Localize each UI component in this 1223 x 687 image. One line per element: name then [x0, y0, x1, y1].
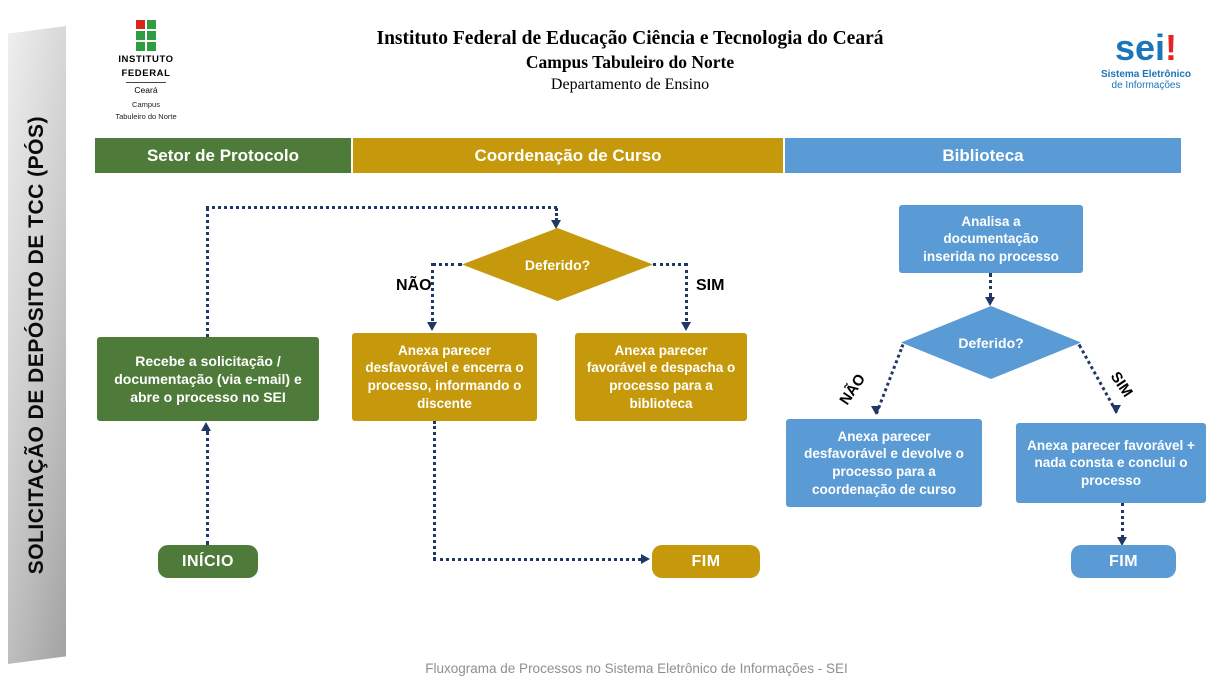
- connector-decision-sim-h: [653, 263, 687, 266]
- node-anexa-desfavoravel-encerra: Anexa parecer desfavorável e encerra o p…: [352, 333, 537, 421]
- sei-text: sei: [1114, 27, 1166, 68]
- lane-header-coordenacao-de-curso: Coordenação de Curso: [353, 138, 783, 173]
- connector-drop-to-decision: [555, 208, 558, 221]
- campus-title: Campus Tabuleiro do Norte: [525, 52, 735, 72]
- arrowhead-down-decision-curso: [551, 220, 561, 229]
- decision-deferido-curso-label: Deferido?: [524, 256, 591, 273]
- connector-decision-sim-v: [685, 263, 688, 321]
- node-anexa-favoravel-despacha: Anexa parecer favorável e despacha o pro…: [575, 333, 747, 421]
- connector-top-rail: [206, 206, 557, 209]
- ifce-logo: INSTITUTO FEDERAL Ceará Campus Tabuleiro…: [100, 16, 192, 121]
- ifce-name-line1: INSTITUTO: [118, 54, 174, 65]
- arrowhead-down-sim-biblioteca: [1111, 405, 1121, 414]
- terminator-fim-curso: FIM: [652, 545, 760, 578]
- sei-exclamation: !: [1165, 27, 1178, 68]
- connector-biblioteca-nao: [875, 343, 905, 415]
- lane-header-biblioteca: Biblioteca: [785, 138, 1181, 173]
- label-nao-curso: NÃO: [396, 277, 432, 294]
- terminator-inicio: INÍCIO: [158, 545, 258, 578]
- ifce-state: Ceará: [126, 81, 166, 95]
- side-banner-title: SOLICITAÇÃO DE DEPÓSITO DE TCC (PÓS): [25, 115, 48, 575]
- label-nao-biblioteca: NÃO: [836, 370, 870, 409]
- department-title: Departamento de Ensino: [550, 76, 710, 93]
- ifce-campus-line2: Tabuleiro do Norte: [115, 111, 177, 121]
- decision-deferido-biblioteca: Deferido?: [901, 306, 1081, 379]
- arrowhead-right-fim-curso: [641, 554, 650, 564]
- label-sim-curso: SIM: [696, 277, 725, 294]
- connector-encerra-to-fim: [433, 558, 641, 561]
- sei-wordmark: sei!: [1096, 30, 1196, 66]
- arrowhead-down-nao-biblioteca: [871, 406, 881, 415]
- connector-conclui-to-fim: [1121, 503, 1124, 538]
- ifce-name-line2: FEDERAL: [121, 68, 171, 80]
- arrowhead-up-recebe: [201, 422, 211, 431]
- arrowhead-down-nao-curso: [427, 322, 437, 331]
- connector-recebe-up: [206, 208, 209, 337]
- connector-decision-nao-h: [432, 263, 462, 266]
- institution-title: Instituto Federal de Educação Ciência e …: [376, 28, 884, 49]
- node-analisa-documentacao: Analisa a documentação inserida no proce…: [899, 205, 1083, 273]
- connector-analisa-to-decision: [989, 273, 992, 297]
- arrowhead-down-decision-biblioteca: [985, 297, 995, 306]
- ifce-flag-icon: [136, 20, 156, 51]
- sei-subtitle-line1: Sistema Eletrônico: [1100, 69, 1192, 80]
- sei-subtitle-line2: de Informações: [1111, 80, 1181, 91]
- footer-caption: Fluxograma de Processos no Sistema Eletr…: [425, 661, 848, 676]
- connector-encerra-down: [433, 421, 436, 560]
- node-anexa-desfavoravel-devolve: Anexa parecer desfavorável e devolve o p…: [786, 419, 982, 507]
- arrowhead-down-sim-curso: [681, 322, 691, 331]
- connector-decision-nao-v: [431, 263, 434, 321]
- node-recebe-solicitacao: Recebe a solicitação / documentação (via…: [97, 337, 319, 421]
- side-banner: SOLICITAÇÃO DE DEPÓSITO DE TCC (PÓS): [8, 26, 66, 664]
- node-anexa-favoravel-conclui: Anexa parecer favorável + nada consta e …: [1016, 423, 1206, 503]
- connector-inicio-to-recebe: [206, 431, 209, 545]
- arrowhead-down-fim-biblioteca: [1117, 537, 1127, 546]
- ifce-campus-line1: Campus: [132, 99, 160, 109]
- header: Instituto Federal de Educação Ciência e …: [275, 28, 985, 94]
- decision-deferido-curso: Deferido?: [462, 228, 653, 301]
- label-sim-biblioteca: SIM: [1106, 368, 1136, 401]
- terminator-fim-biblioteca: FIM: [1071, 545, 1176, 578]
- decision-deferido-biblioteca-label: Deferido?: [958, 334, 1024, 351]
- lane-header-setor-de-protocolo: Setor de Protocolo: [95, 138, 351, 173]
- sei-logo: sei! Sistema Eletrônico de Informações: [1096, 30, 1196, 92]
